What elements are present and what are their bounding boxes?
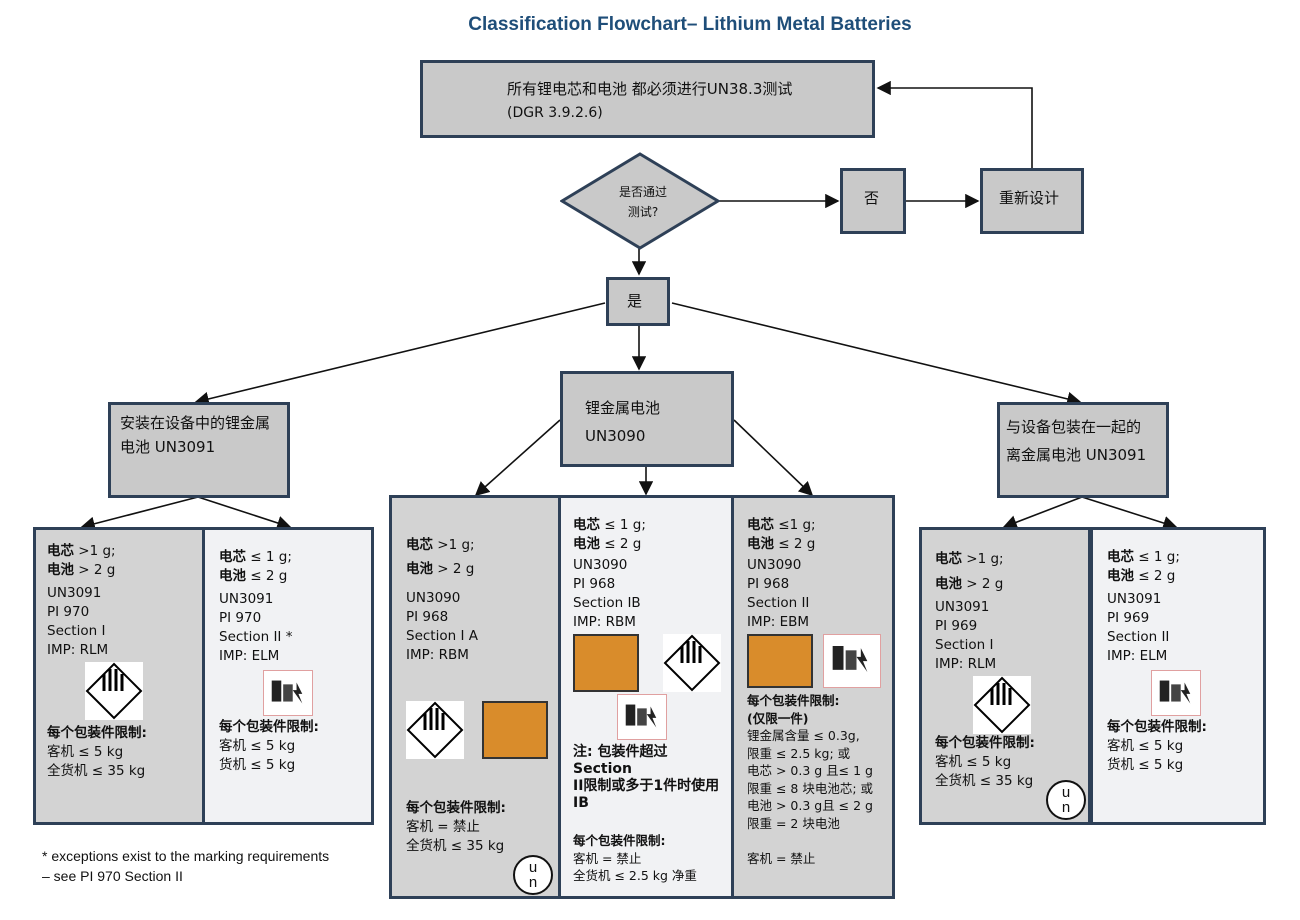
pi968-section-ia-column: 电芯 >1 g; 电池 > 2 g UN3090 PI 968 Section … xyxy=(389,495,561,899)
yes-label: 是 xyxy=(627,292,643,310)
no-label: 否 xyxy=(864,189,880,207)
lithium-battery-mark xyxy=(263,670,313,716)
cargo-aircraft-only-label xyxy=(747,634,813,688)
pi969-section-i-column: 电芯 >1 g; 电池 > 2 g UN3091 PI 969 Section … xyxy=(919,527,1091,825)
packed-with-equipment-box: 与设备包装在一起的 离金属电池 UN3091 xyxy=(997,402,1169,498)
cargo-aircraft-only-label xyxy=(573,634,639,692)
lithium-battery-mark xyxy=(617,694,667,740)
diagram-title: Classification Flowchart– Lithium Metal … xyxy=(468,14,912,35)
dgr-reference: (DGR 3.9.2.6) xyxy=(507,105,603,121)
lithium-battery-mark xyxy=(1151,670,1201,716)
test-passed-decision xyxy=(560,152,720,250)
class9-hazard-label xyxy=(85,662,143,720)
lithium-metal-battery-box: 锂金属电池 UN3090 xyxy=(560,371,734,467)
redesign-box: 重新设计 xyxy=(980,168,1084,234)
un38-3-test-box: 所有锂电芯和电池 都必须进行UN38.3测试 (DGR 3.9.2.6) xyxy=(420,60,875,138)
footnote: * exceptions exist to the marking requir… xyxy=(42,848,330,884)
pi968-section-ib-column: 电芯 ≤ 1 g; 电池 ≤ 2 g UN3090 PI 968 Section… xyxy=(558,495,734,899)
class9-hazard-label xyxy=(663,634,721,692)
test-requirement-text: 所有锂电芯和电池 都必须进行UN38.3测试 xyxy=(507,80,793,98)
yes-box: 是 xyxy=(606,277,670,326)
pi970-section-i-column: 电芯 >1 g; 电池 > 2 g UN3091 PI 970 Section … xyxy=(33,527,205,825)
class9-hazard-label xyxy=(973,676,1031,734)
pi969-section-ii-column: 电芯 ≤ 1 g; 电池 ≤ 2 g UN3091 PI 969 Section… xyxy=(1090,527,1266,825)
class9-hazard-label xyxy=(406,701,464,759)
lithium-battery-mark xyxy=(823,634,881,688)
pi970-section-ii-column: 电芯 ≤ 1 g; 电池 ≤ 2 g UN3091 PI 970 Section… xyxy=(202,527,374,825)
cargo-aircraft-only-label xyxy=(482,701,548,759)
installed-in-equipment-box: 安装在设备中的锂金属 电池 UN3091 xyxy=(108,402,290,498)
no-box: 否 xyxy=(840,168,906,234)
pi968-section-ii-column: 电芯 ≤1 g; 电池 ≤ 2 g UN3090 PI 968 Section … xyxy=(731,495,895,899)
decision-label: 是否通过 测试? xyxy=(618,185,667,219)
redesign-label: 重新设计 xyxy=(999,189,1060,207)
